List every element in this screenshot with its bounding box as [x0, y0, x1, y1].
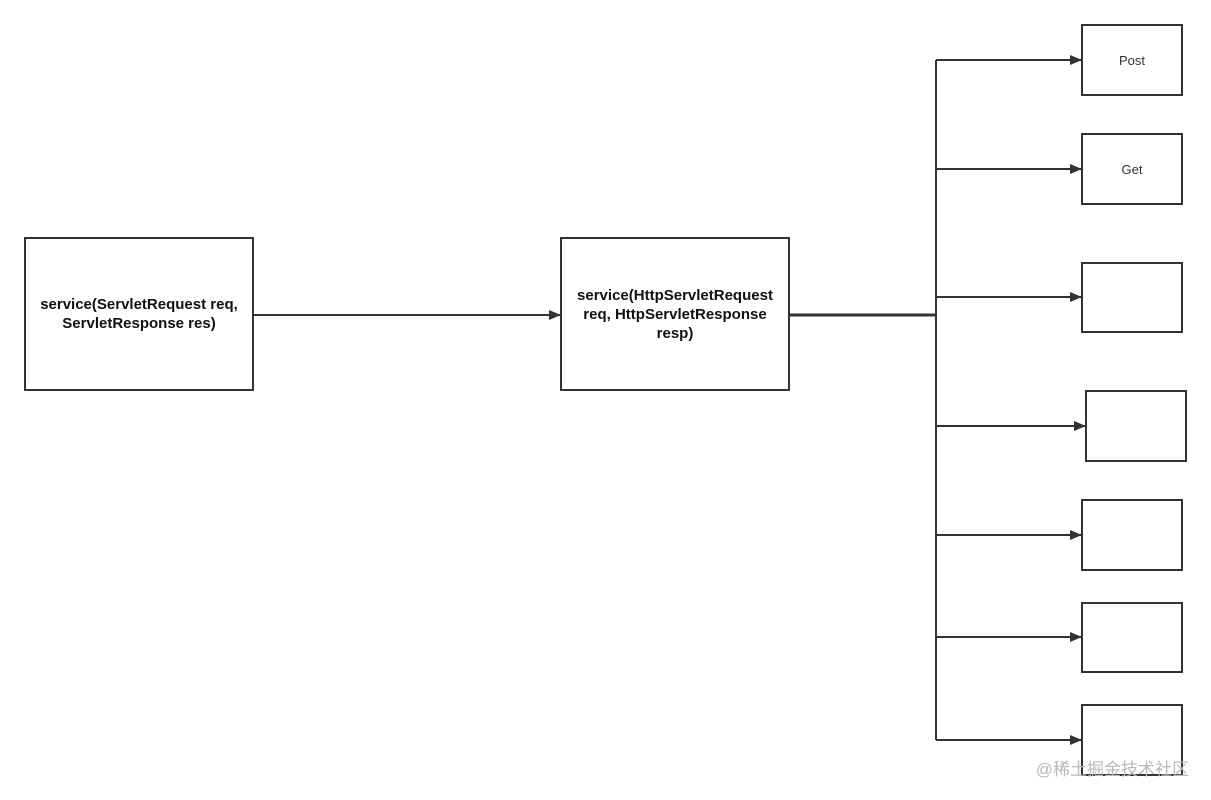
method-node-5: [1081, 499, 1183, 571]
watermark: @稀土掘金技术社区: [1035, 760, 1189, 779]
method-node-4: [1085, 390, 1187, 462]
dispatcher-node-label: service(HttpServletRequest req, HttpServ…: [577, 286, 773, 342]
method-node-post: Post: [1081, 24, 1183, 96]
source-node: service(ServletRequest req, ServletRespo…: [24, 237, 254, 391]
method-node-get: Get: [1081, 133, 1183, 205]
method-node-3: [1081, 262, 1183, 333]
method-node-7: [1081, 704, 1183, 776]
source-node-label: service(ServletRequest req, ServletRespo…: [40, 296, 238, 332]
method-node-label: Get: [1121, 161, 1143, 177]
method-node-label: Post: [1118, 52, 1145, 68]
dispatcher-node: service(HttpServletRequest req, HttpServ…: [560, 237, 790, 391]
method-node-6: [1081, 602, 1183, 673]
